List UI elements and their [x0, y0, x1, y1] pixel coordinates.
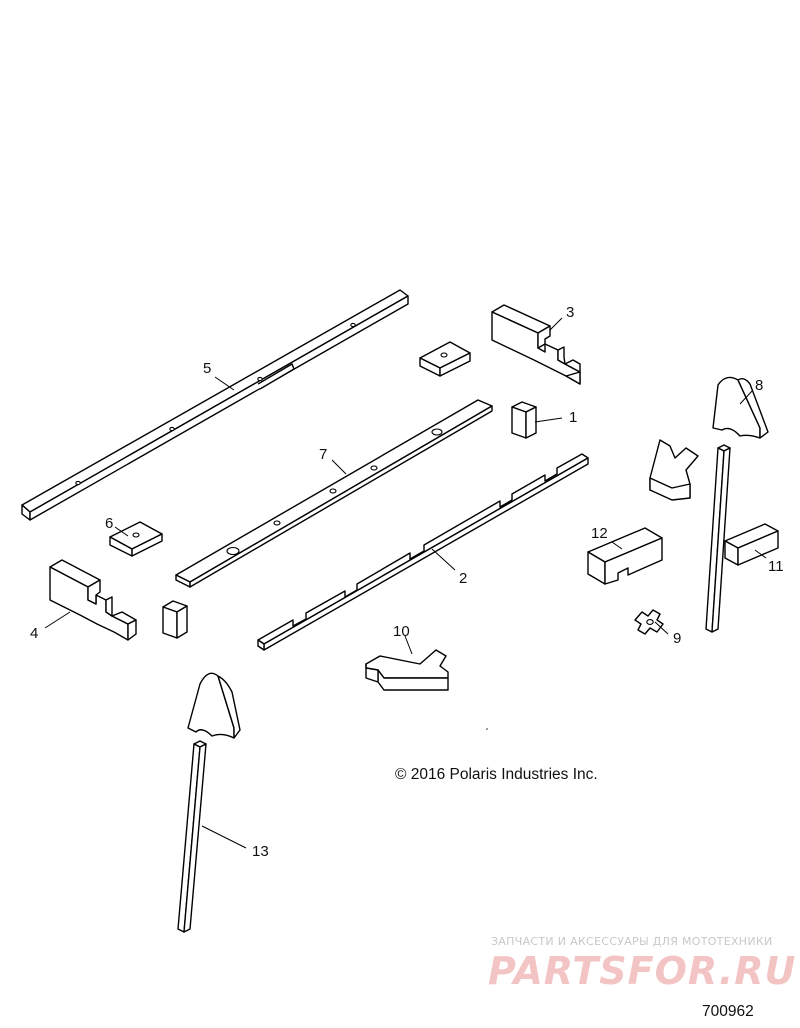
- callout-12: 12: [591, 525, 608, 542]
- part-6-pad: [109, 521, 163, 557]
- watermark-tagline: ЗАПЧАСТИ И АКСЕССУАРЫ ДЛЯ МОТОТЕХНИКИ: [491, 935, 773, 948]
- post-right: [705, 444, 731, 633]
- callout-11: 11: [768, 558, 784, 575]
- part-12-slotted-block: [587, 527, 663, 585]
- callout-3: 3: [566, 304, 574, 321]
- bracket-right: [649, 439, 699, 501]
- part-7-flat-strap: [175, 399, 493, 588]
- watermark-logo: PARTSFOR.RU: [488, 949, 796, 993]
- callout-8: 8: [755, 377, 763, 394]
- part-13-arch-cap-and-post: [177, 672, 241, 933]
- callout-2: 2: [459, 570, 467, 587]
- callout-10: 10: [393, 623, 410, 640]
- part-4-stepped-block: [49, 559, 137, 641]
- watermark: ЗАПЧАСТИ И АКСЕССУАРЫ ДЛЯ МОТОТЕХНИКИ PA…: [488, 935, 796, 993]
- part-3-stepped-block: [491, 304, 581, 385]
- leader-lines: [44, 317, 767, 849]
- part-11-block: [724, 523, 779, 566]
- callout-5: 5: [203, 360, 211, 377]
- callout-9: 9: [673, 630, 681, 647]
- callout-13: 13: [252, 843, 269, 860]
- part-2-notched-rail: [257, 453, 589, 651]
- figure-number: 700962: [702, 1003, 754, 1020]
- part-9-clip: [634, 609, 664, 635]
- cube-left: [162, 600, 188, 639]
- callout-1: 1: [569, 409, 577, 426]
- part-5-long-rail: [21, 289, 409, 521]
- part-10-bracket: [365, 649, 449, 691]
- stray-dot: [486, 728, 488, 730]
- callout-7: 7: [319, 446, 327, 463]
- callout-6: 6: [105, 515, 113, 532]
- callout-4: 4: [30, 625, 38, 642]
- pad-upper: [419, 341, 471, 377]
- copyright-notice: © 2016 Polaris Industries Inc.: [395, 766, 598, 783]
- part-8-arch-cap: [712, 376, 769, 439]
- callout-numbers: 1 2 3 4 5 6 7 8 9 10 11 12 13: [30, 304, 784, 860]
- part-1-cube: [511, 401, 537, 439]
